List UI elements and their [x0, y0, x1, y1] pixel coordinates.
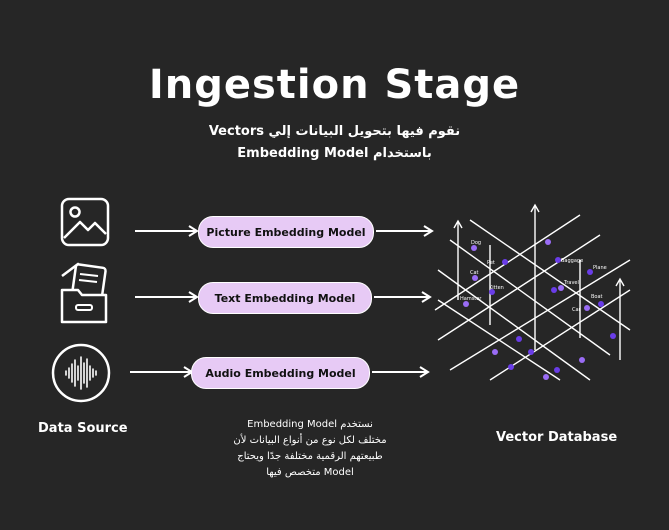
note-line-2: مختلف لكل نوع من أنواع البيانات لأن: [233, 435, 387, 446]
point-label-plane: Plane: [593, 265, 607, 271]
point-label-car: Car: [572, 307, 582, 313]
explanation-note: نستخدم Embedding Model مختلف لكل نوع من …: [160, 417, 460, 481]
text-embedding-model: Text Embedding Model: [198, 282, 372, 314]
point-label-dog: Dog: [471, 240, 481, 246]
vector-points: [463, 239, 616, 380]
point-label-pet: Pet: [487, 260, 495, 266]
arrow-audio-model-to-db: [372, 366, 430, 378]
picture-icon: [60, 197, 110, 247]
audio-embedding-model: Audio Embedding Model: [191, 357, 370, 389]
subtitle-line-2: باستخدام Embedding Model: [237, 146, 432, 161]
arrow-picture-model-to-db: [376, 225, 434, 237]
page-title: Ingestion Stage: [148, 62, 521, 108]
point-label-boat: Boat: [591, 294, 603, 300]
data-source-label: Data Source: [38, 421, 128, 436]
audio-waveform-icon: [51, 343, 111, 403]
arrow-audio-to-model: [130, 366, 194, 378]
vector-database-plot: Dog Pet Cat Kitten Hamster Baggage Plane…: [434, 203, 631, 381]
documents-folder-icon: [60, 262, 108, 324]
note-line-1: نستخدم Embedding Model: [247, 419, 373, 430]
point-label-cat: Cat: [470, 270, 479, 276]
note-line-4: Model متخصص فيها: [266, 467, 354, 478]
subtitle-line-1: نقوم فيها بتحويل البيانات إلي Vectors: [208, 124, 461, 139]
arrow-picture-to-model: [135, 225, 199, 237]
point-label-kitten: Kitten: [489, 285, 504, 291]
point-label-travel: Travel: [563, 280, 579, 286]
arrow-text-to-model: [135, 291, 199, 303]
point-label-baggage: Baggage: [561, 258, 583, 264]
vector-database-label: Vector Database: [496, 430, 618, 445]
point-label-hamster: Hamster: [460, 296, 482, 302]
arrow-text-model-to-db: [374, 291, 432, 303]
picture-embedding-model: Picture Embedding Model: [198, 216, 374, 248]
note-line-3: طبيعتهم الرقمية مختلفة جدًا ويحتاج: [237, 451, 383, 462]
